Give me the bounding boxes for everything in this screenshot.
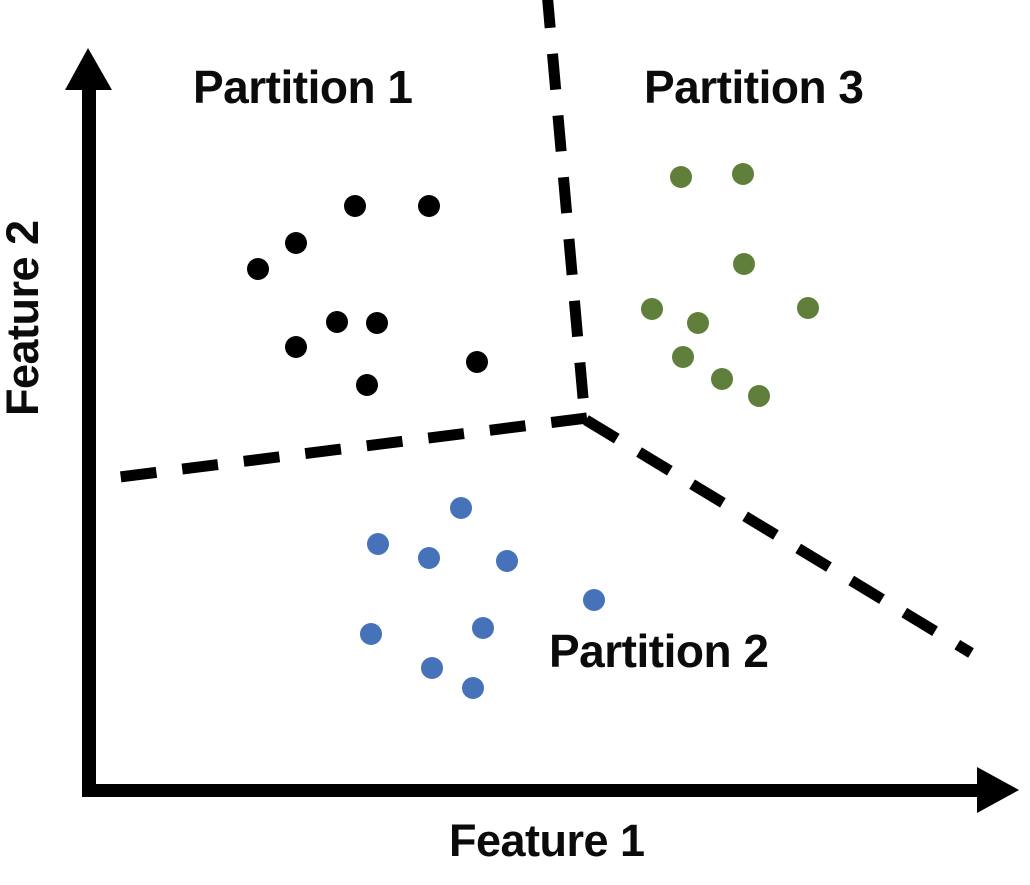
data-point <box>285 232 307 254</box>
boundary-line-left <box>87 412 588 487</box>
data-point <box>356 374 378 396</box>
boundary-line-vertical <box>542 0 591 421</box>
boundary-line-right <box>583 415 974 658</box>
data-point <box>672 346 694 368</box>
data-point <box>472 617 494 639</box>
data-point <box>344 195 366 217</box>
axes-group <box>65 48 1019 813</box>
x-axis-label: Feature 1 <box>449 815 645 866</box>
data-point <box>462 677 484 699</box>
data-point <box>583 589 605 611</box>
data-point <box>366 312 388 334</box>
y-axis-label: Feature 2 <box>0 220 48 416</box>
data-point <box>247 258 269 280</box>
data-point <box>367 533 389 555</box>
data-point <box>687 312 709 334</box>
data-point <box>748 385 770 407</box>
partition-2-label: Partition 2 <box>549 625 769 677</box>
scatter-series-1 <box>247 195 488 396</box>
data-point <box>418 195 440 217</box>
data-point <box>670 166 692 188</box>
data-point <box>450 497 472 519</box>
scatter-points-group <box>247 163 819 699</box>
data-point <box>733 253 755 275</box>
scatter-series-3 <box>641 163 819 407</box>
data-point <box>421 657 443 679</box>
data-point <box>641 298 663 320</box>
data-point <box>711 368 733 390</box>
data-point <box>496 550 518 572</box>
data-point <box>797 297 819 319</box>
y-axis-arrow-icon <box>65 48 112 795</box>
partition-1-label: Partition 1 <box>193 61 413 113</box>
data-point <box>732 163 754 185</box>
x-axis-arrow-icon <box>82 767 1019 813</box>
partition-boundaries <box>87 0 974 658</box>
partition-3-label: Partition 3 <box>644 61 864 113</box>
data-point <box>285 336 307 358</box>
scatter-series-2 <box>360 497 605 699</box>
data-point <box>326 311 348 333</box>
data-point <box>466 351 488 373</box>
data-point <box>418 547 440 569</box>
data-point <box>360 623 382 645</box>
